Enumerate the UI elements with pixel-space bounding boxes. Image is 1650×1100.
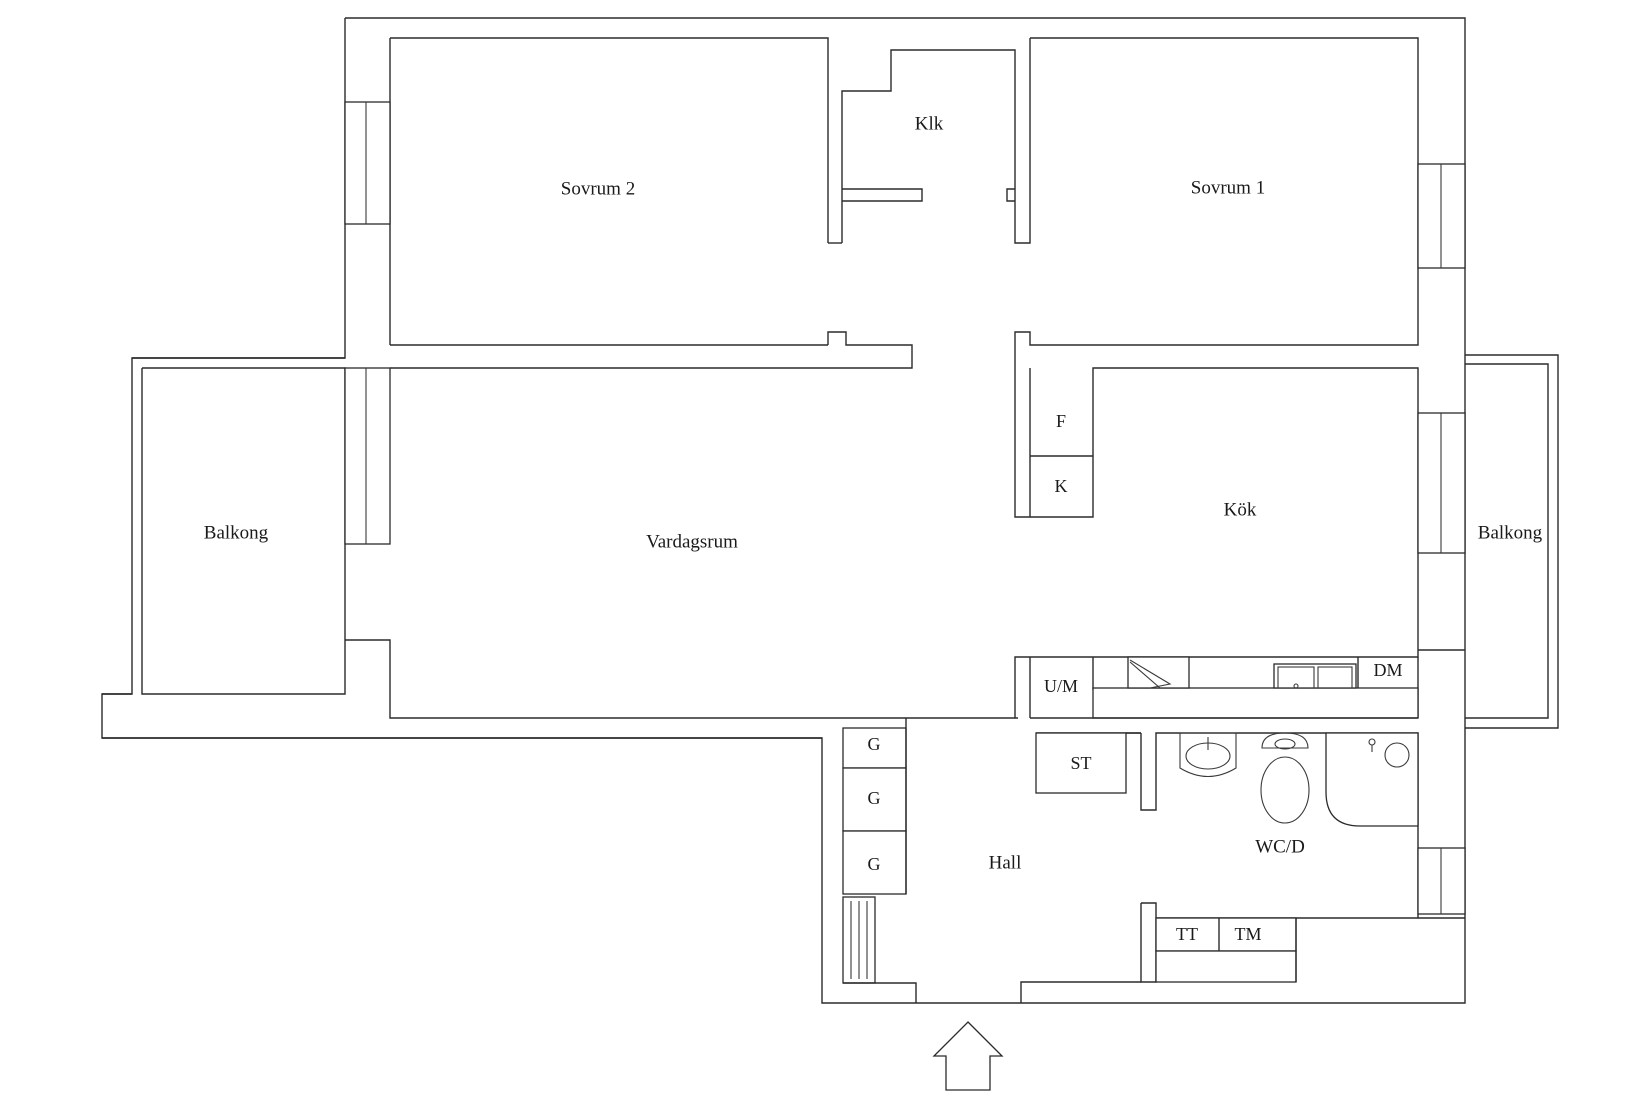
room-label-sovrum1: Sovrum 1 bbox=[1191, 177, 1265, 198]
fixture-fridge: F bbox=[1056, 411, 1066, 431]
wardrobe-3 bbox=[842, 830, 907, 895]
fixture-wardrobe-2: G bbox=[868, 788, 881, 808]
room-label-sovrum2: Sovrum 2 bbox=[561, 178, 635, 199]
sovrum1: Sovrum 1 bbox=[1014, 37, 1466, 368]
entrance-arrow-icon bbox=[932, 1021, 1004, 1091]
shower-icon bbox=[1325, 732, 1419, 827]
fixture-wardrobe-3: G bbox=[868, 854, 881, 874]
fixture-dishwasher: DM bbox=[1373, 660, 1402, 680]
stove-icon bbox=[1127, 656, 1190, 689]
hall: G G G Hall bbox=[842, 718, 1465, 1003]
fixture-storage: ST bbox=[1070, 753, 1091, 773]
sovrum2: Sovrum 2 bbox=[561, 178, 635, 199]
wcd: WC/D bbox=[1140, 732, 1466, 983]
laundry: TT TM bbox=[1155, 917, 1297, 983]
sink-icon bbox=[1179, 732, 1237, 778]
storage: ST bbox=[1035, 732, 1141, 794]
room-label-balkong-left: Balkong bbox=[204, 522, 269, 543]
room-label-wcd: WC/D bbox=[1255, 836, 1305, 857]
vardagsrum-walls: Vardagsrum bbox=[344, 331, 1018, 719]
fixture-oven-micro: U/M bbox=[1044, 676, 1078, 696]
room-label-vardagsrum: Vardagsrum bbox=[646, 531, 738, 552]
toilet-icon bbox=[1260, 732, 1310, 824]
room-label-klk: Klk bbox=[915, 113, 944, 134]
fixture-washer: TM bbox=[1235, 924, 1262, 944]
room-label-kok: Kök bbox=[1224, 499, 1257, 520]
room-label-hall: Hall bbox=[989, 852, 1022, 873]
balcony-right: Balkong bbox=[1465, 354, 1559, 729]
fixture-freezer: K bbox=[1055, 476, 1068, 496]
radiator-icon bbox=[842, 896, 876, 984]
fixture-dryer: TT bbox=[1176, 924, 1198, 944]
klk: Klk bbox=[828, 38, 1031, 244]
fixture-wardrobe-1: G bbox=[868, 734, 881, 754]
room-label-balkong-right: Balkong bbox=[1478, 522, 1543, 543]
kitchen-sink-icon bbox=[1273, 663, 1357, 689]
kok: F K Kök U/M DM bbox=[1014, 367, 1466, 719]
balcony-left: Balkong bbox=[102, 357, 822, 739]
